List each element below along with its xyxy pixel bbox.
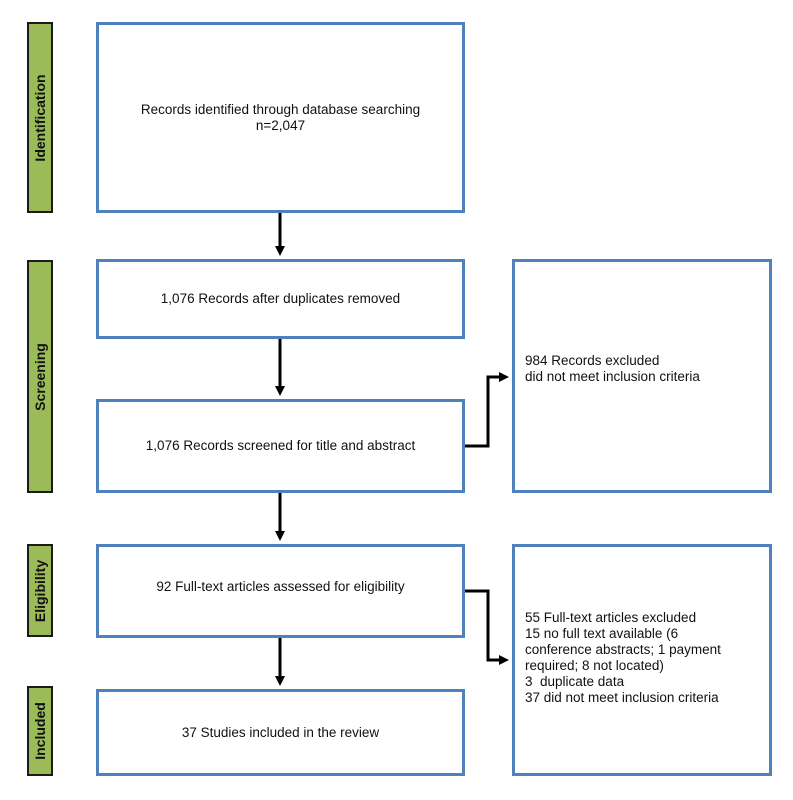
arrow-full-text-to-excluded bbox=[465, 589, 509, 665]
after-duplicates-box: 1,076 Records after duplicates removed bbox=[96, 259, 465, 339]
records-screened-text: 1,076 Records screened for title and abs… bbox=[145, 438, 416, 453]
excluded-screening-count: 984 Records excluded bbox=[525, 353, 660, 368]
records-screened-box: 1,076 Records screened for title and abs… bbox=[96, 399, 465, 493]
excluded-full-text-line: 15 no full text available (6 bbox=[525, 626, 679, 641]
studies-included-text: 37 Studies included in the review bbox=[181, 724, 380, 740]
records-identified-text: Records identified through database sear… bbox=[140, 101, 421, 117]
excluded-full-text-line: 37 did not meet inclusion criteria bbox=[525, 690, 719, 705]
excluded-full-text-line: 3 duplicate data bbox=[525, 674, 625, 689]
studies-included-box: 37 Studies included in the review bbox=[96, 689, 465, 776]
excluded-full-text-line: conference abstracts; 1 payment bbox=[525, 642, 721, 657]
excluded-full-text-box: 55 Full-text articles excluded 15 no ful… bbox=[512, 544, 772, 776]
full-text-assessed-box: 92 Full-text articles assessed for eligi… bbox=[96, 544, 465, 638]
excluded-full-text-line: 55 Full-text articles excluded bbox=[525, 610, 697, 625]
phase-identification: Identification bbox=[27, 22, 53, 213]
phase-included: Included bbox=[27, 686, 53, 776]
full-text-assessed-text: 92 Full-text articles assessed for eligi… bbox=[156, 579, 405, 594]
phase-eligibility: Eligibility bbox=[27, 544, 53, 637]
phase-screening: Screening bbox=[27, 260, 53, 493]
records-identified-count: n=2,047 bbox=[255, 117, 306, 133]
excluded-screening-reason: did not meet inclusion criteria bbox=[525, 369, 700, 384]
excluded-screening-box: 984 Records excluded did not meet inclus… bbox=[512, 259, 772, 493]
records-identified-box: Records identified through database sear… bbox=[96, 22, 465, 213]
arrow-screened-to-excluded bbox=[465, 372, 509, 448]
after-duplicates-text: 1,076 Records after duplicates removed bbox=[160, 291, 401, 306]
excluded-full-text-line: required; 8 not located) bbox=[525, 658, 664, 673]
